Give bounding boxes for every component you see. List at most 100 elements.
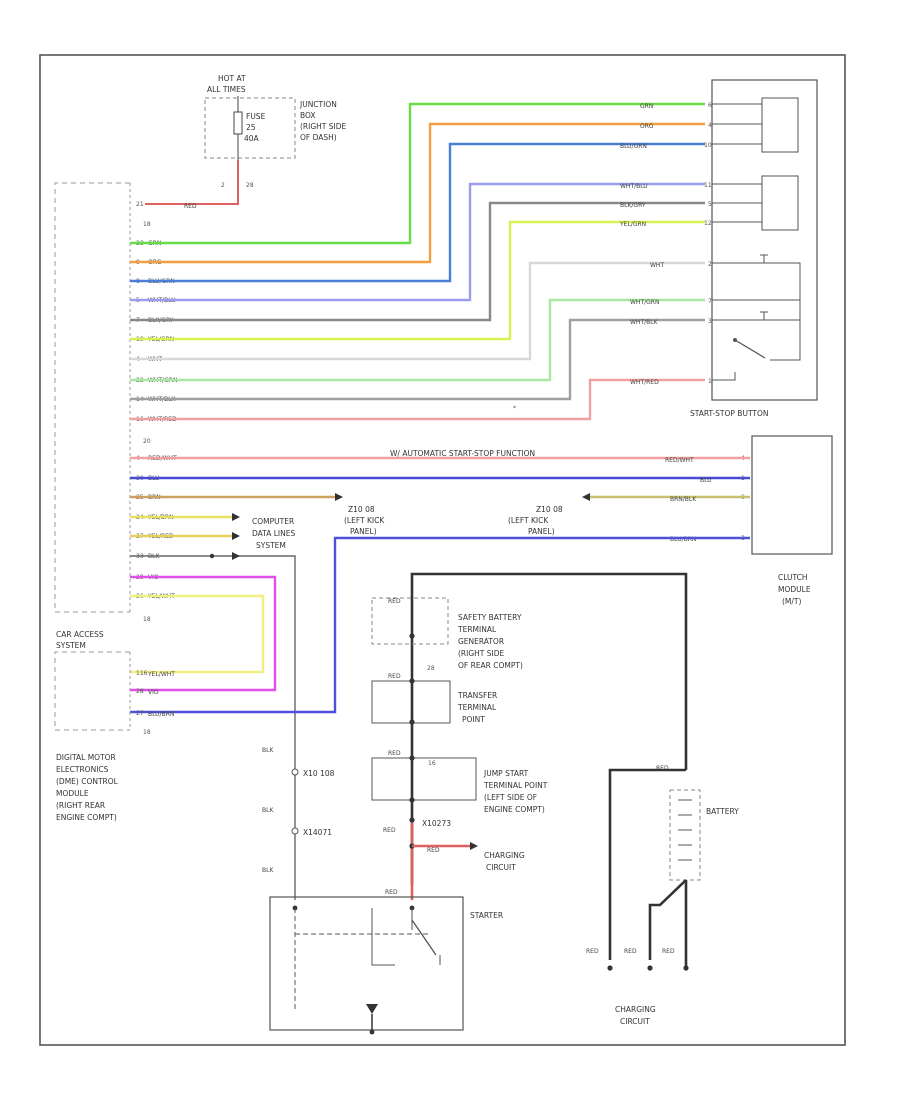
ssb-wire-9: WHT/RED: [630, 379, 659, 386]
arrow-icon: [232, 513, 240, 521]
clutch-module-label-3: (M/T): [782, 597, 802, 606]
safety-battery-label-4: (RIGHT SIDE: [458, 649, 505, 658]
car-access-label-1: CAR ACCESS: [56, 630, 104, 639]
computer-data-lines-3: SYSTEM: [256, 541, 286, 550]
junction-box-outline: [204, 97, 296, 159]
dme-wire-1: VIO: [148, 689, 159, 696]
safety-battery-wire: RED: [388, 598, 401, 605]
dme-label-1: DIGITAL MOTOR: [56, 753, 116, 762]
start-stop-button: START-STOP BUTTON: [690, 79, 818, 418]
ssb-indicator-2: [761, 175, 799, 231]
ssb-wire-3: WHT/BLU: [620, 183, 648, 190]
ssb-wire-1: ORG: [640, 123, 654, 130]
junction-box-label-4: OF DASH): [300, 133, 337, 142]
ground-right-icon: [582, 493, 590, 501]
charging-circuit-bottom-1: CHARGING: [615, 1005, 656, 1014]
ssb-pin-3: 11: [704, 182, 712, 189]
junction-box: HOT AT ALL TIMES FUSE 25 40A JUNCTION BO…: [145, 74, 347, 210]
clutch-module-label-2: MODULE: [778, 585, 811, 594]
ssb-wire-7: WHT/GRN: [630, 299, 659, 306]
junction-out-pin: 2: [221, 182, 225, 189]
splice-mark: *: [513, 405, 516, 412]
clutch-wire-3: BLU/BRN: [670, 536, 696, 543]
computer-data-lines-2: DATA LINES: [252, 529, 295, 538]
all-times-text: ALL TIMES: [207, 85, 246, 94]
starter-switch-icon: [411, 919, 437, 956]
jump-start-label-2: TERMINAL POINT: [483, 781, 548, 790]
dme-wire-2: BLU/BRN: [148, 711, 174, 718]
car-access-outline: [54, 182, 130, 613]
jump-start-label-3: (LEFT SIDE OF: [484, 793, 537, 802]
dme-label-4: MODULE: [56, 789, 89, 798]
wire-main-battery: [410, 572, 688, 885]
dme-label-5: (RIGHT REAR: [56, 801, 105, 810]
wire-wht-blk: [130, 318, 705, 401]
charging-circuit-top-1: CHARGING: [484, 851, 525, 860]
battery-supply: RED 28 SAFETY BATTERY TERMINAL GENERATOR…: [371, 572, 688, 900]
fuse-icon: [233, 111, 243, 135]
ssb-pin-9: 1: [708, 378, 712, 385]
safety-battery-label-5: OF REAR COMPT): [458, 661, 523, 670]
clutch-wire-0: RED/WHT: [665, 457, 694, 464]
starter-red-label-1: RED: [383, 827, 396, 834]
junction-box-label-2: BOX: [300, 111, 316, 120]
junction-out-ref: 28: [246, 182, 254, 189]
car-access-ref-top: 18: [143, 221, 151, 228]
ssb-pin-0: 6: [708, 102, 712, 109]
battery: BATTERY RED RED RED RED CHARGING CIRCUIT: [586, 765, 739, 1026]
starter: STARTER: [269, 896, 503, 1035]
ground-left-code: Z10 08: [348, 505, 375, 514]
starter-label: STARTER: [470, 911, 503, 920]
clutch-wiring: W/ AUTOMATIC START-STOP FUNCTION RED/WHT…: [130, 449, 750, 543]
computer-data-lines-1: COMPUTER: [252, 517, 294, 526]
wire-blu-brn: [130, 536, 750, 714]
battery-label: BATTERY: [706, 807, 739, 816]
ssb-wire-4: BLK/GRY: [620, 202, 646, 209]
ground-left-line-2: PANEL): [350, 527, 377, 536]
blk-label-2: BLK: [262, 807, 274, 814]
junction-box-label-3: (RIGHT SIDE: [300, 122, 347, 131]
wire-wht: [130, 261, 705, 361]
auto-start-stop-note: W/ AUTOMATIC START-STOP FUNCTION: [390, 449, 535, 458]
dme-pin-0: 116: [136, 670, 148, 677]
dme-outline: [54, 651, 130, 731]
start-stop-button-outline: [711, 79, 818, 401]
ssb-pin-2: 10: [704, 142, 712, 149]
splice-x14071-icon: [291, 827, 299, 835]
fuse-number: 25: [246, 123, 256, 132]
blk-label-3: BLK: [262, 867, 274, 874]
jump-start-label-4: ENGINE COMPT): [484, 805, 545, 814]
ssb-pin-4: 5: [708, 201, 712, 208]
diagram-frame: [39, 54, 846, 1046]
blk-label-1: BLK: [262, 747, 274, 754]
arrow-icon: [470, 842, 478, 850]
ssb-pin-6: 2: [708, 261, 712, 268]
clutch-wire-1: BLU: [700, 477, 712, 484]
ssb-wire-2: BLU/GRN: [620, 143, 647, 150]
jump-start-label-1: JUMP START: [483, 769, 529, 778]
transfer-terminal-label-2: TERMINAL: [457, 703, 497, 712]
car-access-ref-mid: 20: [143, 438, 151, 445]
wire-red-feed: [145, 160, 239, 205]
ground-left-icon: [335, 493, 343, 501]
safety-battery-terminal-outline: [371, 597, 449, 645]
data-lines-wiring: COMPUTER DATA LINES SYSTEM: [130, 513, 750, 900]
jump-start-ref: 16: [428, 760, 436, 767]
splice-x10-label: X10 108: [303, 769, 335, 778]
safety-battery-label-2: TERMINAL: [457, 625, 497, 634]
charging-circuit-bottom-2: CIRCUIT: [620, 1017, 650, 1026]
car-access-label-2: SYSTEM: [56, 641, 86, 650]
wire-grn: [130, 102, 705, 245]
ssb-pin-8: 3: [708, 318, 712, 325]
splice-x10-icon: [291, 768, 299, 776]
start-stop-wiring: * GRN ORG BLU/GRN WHT/BLU BLK/GRY YEL/GR…: [130, 102, 712, 421]
dme-wire-0: YEL/WHT: [147, 671, 175, 678]
ground-left-line-1: (LEFT KICK: [344, 516, 385, 525]
ground-icon: [366, 1004, 378, 1014]
safety-battery-ref: 28: [427, 665, 435, 672]
battery-ground-1: RED: [586, 948, 599, 955]
wire-blk-gry: [130, 201, 705, 322]
battery-ground-2: RED: [624, 948, 637, 955]
splice-x14071-label: X14071: [303, 828, 332, 837]
